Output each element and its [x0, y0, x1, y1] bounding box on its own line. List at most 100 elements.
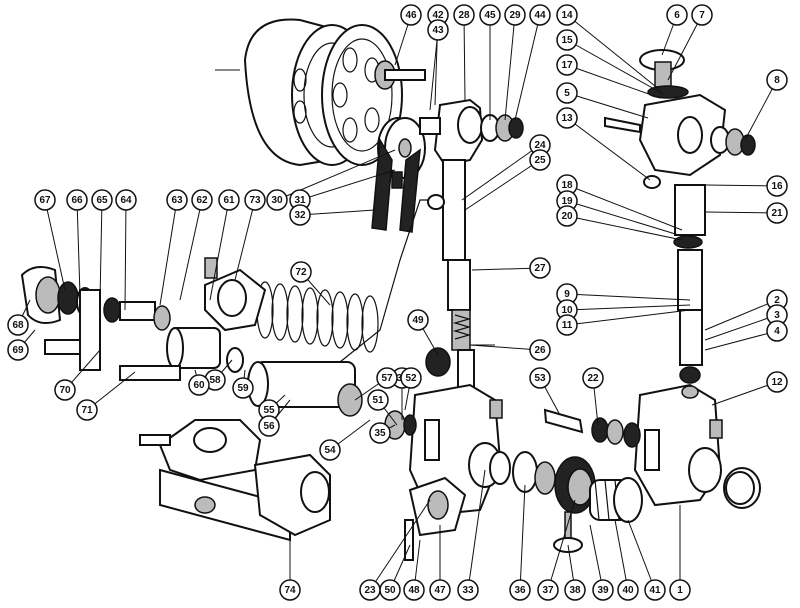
callout-number: 52 [405, 373, 417, 384]
callout-number: 37 [542, 585, 554, 596]
callout-bubble: 11 [556, 314, 578, 336]
callout-bubble: 48 [403, 579, 425, 601]
callout-number: 10 [561, 305, 573, 316]
top-right-housing [604, 49, 756, 189]
callout-bubble: 63 [166, 189, 188, 211]
callout-number: 19 [561, 196, 573, 207]
callout-number: 7 [699, 10, 705, 21]
clamp-collar [204, 257, 267, 332]
right-small-parts [543, 408, 755, 505]
callout-bubble: 5 [556, 82, 578, 104]
leader-line [464, 159, 541, 211]
callout-bubble: 70 [54, 379, 76, 401]
leader-line [299, 209, 376, 216]
vertical-column-right [673, 184, 706, 366]
callout-number: 65 [96, 195, 108, 206]
callout-number: 33 [462, 585, 474, 596]
callout-bubble: 12 [766, 371, 788, 393]
rod-and-spring [256, 194, 445, 371]
callout-bubble: 38 [564, 579, 586, 601]
callout-bubble: 39 [592, 579, 614, 601]
callout-bubble: 51 [367, 389, 389, 411]
callout-number: 44 [534, 10, 546, 21]
leader-line [429, 29, 439, 111]
callout-number: 58 [209, 375, 221, 386]
callout-bubble: 49 [407, 309, 429, 331]
callout-leader-lines [17, 14, 778, 591]
callout-number: 22 [587, 373, 599, 384]
callout-number: 48 [408, 585, 420, 596]
callout-bubble: 56 [258, 415, 280, 437]
leader-line [467, 469, 486, 591]
top-bearing-housing [419, 98, 524, 167]
leader-line [566, 304, 691, 311]
callout-number: 73 [249, 195, 261, 206]
callout-number: 59 [237, 383, 249, 394]
callout-bubble: 55 [258, 399, 280, 421]
leader-line [463, 14, 466, 101]
callout-number: 60 [193, 380, 205, 391]
leader-line [209, 199, 230, 301]
callout-bubble: 69 [7, 339, 29, 361]
callout-bubble: 22 [582, 367, 604, 389]
callout-number: 32 [294, 210, 306, 221]
callout-number: 68 [12, 320, 24, 331]
callout-bubble: 64 [115, 189, 137, 211]
callout-bubble: 15 [556, 29, 578, 51]
callout-number: 16 [771, 181, 783, 192]
callout-bubble: 4 [766, 320, 788, 342]
callout-number: 24 [534, 140, 546, 151]
callout-number: 54 [324, 445, 336, 456]
callout-bubble: 37 [537, 579, 559, 601]
pulley-and-belt [371, 117, 426, 233]
leader-line [76, 199, 81, 296]
callout-number: 6 [674, 10, 680, 21]
lower-clamp [404, 476, 467, 561]
callout-number: 31 [294, 195, 306, 206]
gear-train [512, 451, 643, 553]
callout-number: 39 [597, 585, 609, 596]
leader-line [369, 499, 431, 591]
callout-bubble: 66 [66, 189, 88, 211]
callout-number: 51 [372, 395, 384, 406]
callout-number: 12 [771, 377, 783, 388]
callout-number: 14 [561, 10, 573, 21]
callout-bubble: 33 [457, 579, 479, 601]
callout-number: 63 [171, 195, 183, 206]
callout-bubble: 65 [91, 189, 113, 211]
callout-number: 66 [71, 195, 83, 206]
callout-number: 28 [458, 10, 470, 21]
leader-line [461, 144, 541, 201]
leader-line [566, 64, 661, 99]
callout-bubble: 47 [429, 579, 451, 601]
callout-bubble: 20 [556, 205, 578, 227]
callout-bubble: 16 [766, 175, 788, 197]
callout-bubble: 8 [766, 69, 788, 91]
leader-line [519, 484, 526, 591]
callout-number: 55 [263, 405, 275, 416]
callout-bubble: 29 [504, 4, 526, 26]
leader-line [566, 14, 661, 91]
callout-bubble: 73 [244, 189, 266, 211]
callout-number: 64 [120, 195, 132, 206]
left-shaft-assembly [20, 265, 363, 417]
callout-bubble: 41 [644, 579, 666, 601]
callout-bubble: 14 [556, 4, 578, 26]
callout-number: 56 [263, 421, 275, 432]
callout-number: 69 [12, 345, 24, 356]
callout-number: 20 [561, 211, 573, 222]
callout-number: 13 [561, 113, 573, 124]
callout-bubble: 30 [266, 189, 288, 211]
callout-number: 74 [284, 585, 296, 596]
callout-number: 62 [196, 195, 208, 206]
callout-number: 53 [534, 373, 546, 384]
leader-line [179, 199, 203, 301]
callout-number: 70 [59, 385, 71, 396]
leader-line [704, 330, 778, 351]
callout-bubble: 54 [319, 439, 341, 461]
leader-line [589, 524, 604, 591]
leader-line [744, 79, 778, 141]
leader-line [566, 39, 666, 96]
leader-line [704, 184, 778, 187]
